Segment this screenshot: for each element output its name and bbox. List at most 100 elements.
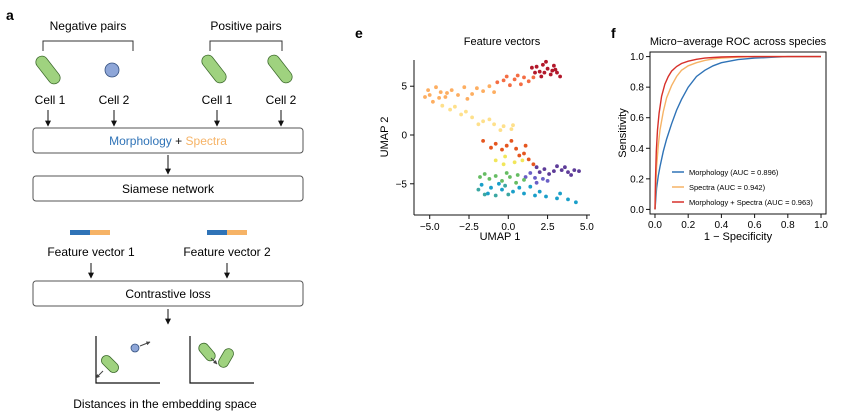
umap-point xyxy=(423,95,427,99)
umap-y-ticks: −505 xyxy=(396,82,414,190)
umap-point xyxy=(448,107,452,112)
umap-point xyxy=(553,67,558,72)
umap-point xyxy=(533,193,537,198)
umap-y-label: UMAP 2 xyxy=(379,117,391,158)
roc-x-tick-label: 0.4 xyxy=(714,220,728,231)
umap-point xyxy=(501,124,506,129)
umap-point xyxy=(517,185,522,190)
roc-y-ticks: 0.00.20.40.60.81.0 xyxy=(630,52,650,216)
umap-point xyxy=(512,160,517,165)
roc-y-label: Sensitivity xyxy=(617,108,629,158)
umap-point xyxy=(555,196,559,201)
cell-rod-icon xyxy=(198,342,216,362)
umap-point xyxy=(550,68,555,73)
umap-point xyxy=(542,70,547,75)
umap-y-tick-label: −5 xyxy=(396,179,408,190)
umap-point xyxy=(489,145,493,150)
umap-point xyxy=(509,139,514,143)
umap-point xyxy=(492,90,496,94)
cell-round-icon xyxy=(130,343,140,353)
roc-legend-label: Morphology (AUC = 0.896) xyxy=(689,168,779,177)
umap-point xyxy=(459,112,463,117)
roc-y-tick-label: 0.6 xyxy=(630,113,644,124)
umap-point xyxy=(497,181,501,186)
umap-point xyxy=(558,191,562,196)
cell-round-negative-2 xyxy=(104,62,120,78)
roc-x-label: 1 − Specificity xyxy=(704,231,773,243)
umap-point xyxy=(523,175,528,179)
umap-point xyxy=(493,141,498,146)
roc-legend-label: Spectra (AUC = 0.942) xyxy=(689,183,766,192)
umap-point xyxy=(504,171,509,175)
umap-point xyxy=(434,85,438,90)
umap-point xyxy=(555,70,559,75)
distances-label: Distances in the embedding space xyxy=(73,397,257,411)
umap-point xyxy=(558,74,562,79)
umap-point xyxy=(465,97,470,101)
positive-pairs-label: Positive pairs xyxy=(210,19,281,33)
plus-label: + xyxy=(175,134,182,148)
umap-point xyxy=(547,172,551,176)
siamese-box xyxy=(32,175,304,202)
umap-point xyxy=(533,176,537,180)
umap-point xyxy=(545,179,550,183)
umap-point xyxy=(481,119,485,124)
embedding-positive xyxy=(189,336,254,384)
pull-together-arrow xyxy=(210,357,218,365)
umap-point xyxy=(544,194,548,199)
embedding-axes xyxy=(189,336,254,384)
feature-vector-1-label: Feature vector 1 xyxy=(47,245,135,259)
roc-legend: Morphology (AUC = 0.896) Spectra (AUC = 0… xyxy=(672,168,813,207)
umap-point xyxy=(440,103,445,108)
cell1-label-pos: Cell 1 xyxy=(202,93,233,107)
umap-y-tick-label: 5 xyxy=(401,82,407,93)
umap-point xyxy=(470,92,474,96)
feature-bar-morph-1 xyxy=(70,230,90,235)
umap-point xyxy=(545,66,550,71)
umap-x-label: UMAP 1 xyxy=(480,231,521,243)
umap-point xyxy=(503,183,507,188)
umap-point xyxy=(487,117,492,122)
umap-point xyxy=(443,95,448,99)
umap-point xyxy=(464,109,468,114)
umap-x-tick-label: 5.0 xyxy=(580,222,594,233)
umap-point xyxy=(522,178,526,182)
umap-point xyxy=(478,175,482,179)
umap-point xyxy=(515,173,520,177)
umap-point xyxy=(476,187,481,192)
umap-point xyxy=(552,169,556,174)
umap-point xyxy=(572,168,577,173)
roc-x-tick-label: 0.0 xyxy=(648,220,662,231)
umap-point xyxy=(449,88,454,92)
umap-point xyxy=(522,151,526,156)
morphology-label: Morphology xyxy=(109,134,172,148)
umap-point xyxy=(531,162,536,167)
panel-e-label: e xyxy=(355,25,363,41)
cell-rod-positive-1 xyxy=(201,54,227,84)
umap-point xyxy=(486,191,490,196)
umap-point xyxy=(577,169,581,174)
umap-point xyxy=(445,91,449,95)
umap-point xyxy=(426,88,430,92)
umap-point xyxy=(534,165,539,170)
umap-point xyxy=(522,75,526,80)
umap-title: Feature vectors xyxy=(464,36,541,48)
feature-bar-spectra-2 xyxy=(227,230,247,235)
contrastive-loss-box xyxy=(32,280,304,307)
umap-point xyxy=(530,65,534,70)
umap-point xyxy=(437,96,441,100)
umap-point xyxy=(537,69,542,74)
umap-point xyxy=(462,85,467,90)
umap-point xyxy=(482,192,487,197)
umap-point xyxy=(479,182,484,187)
umap-point xyxy=(544,59,548,64)
umap-point xyxy=(427,93,432,97)
umap-point xyxy=(504,74,509,79)
umap-point xyxy=(493,158,498,163)
umap-point xyxy=(509,127,514,131)
roc-x-tick-label: 0.2 xyxy=(681,220,695,231)
cell-rod-positive-2 xyxy=(267,54,293,84)
